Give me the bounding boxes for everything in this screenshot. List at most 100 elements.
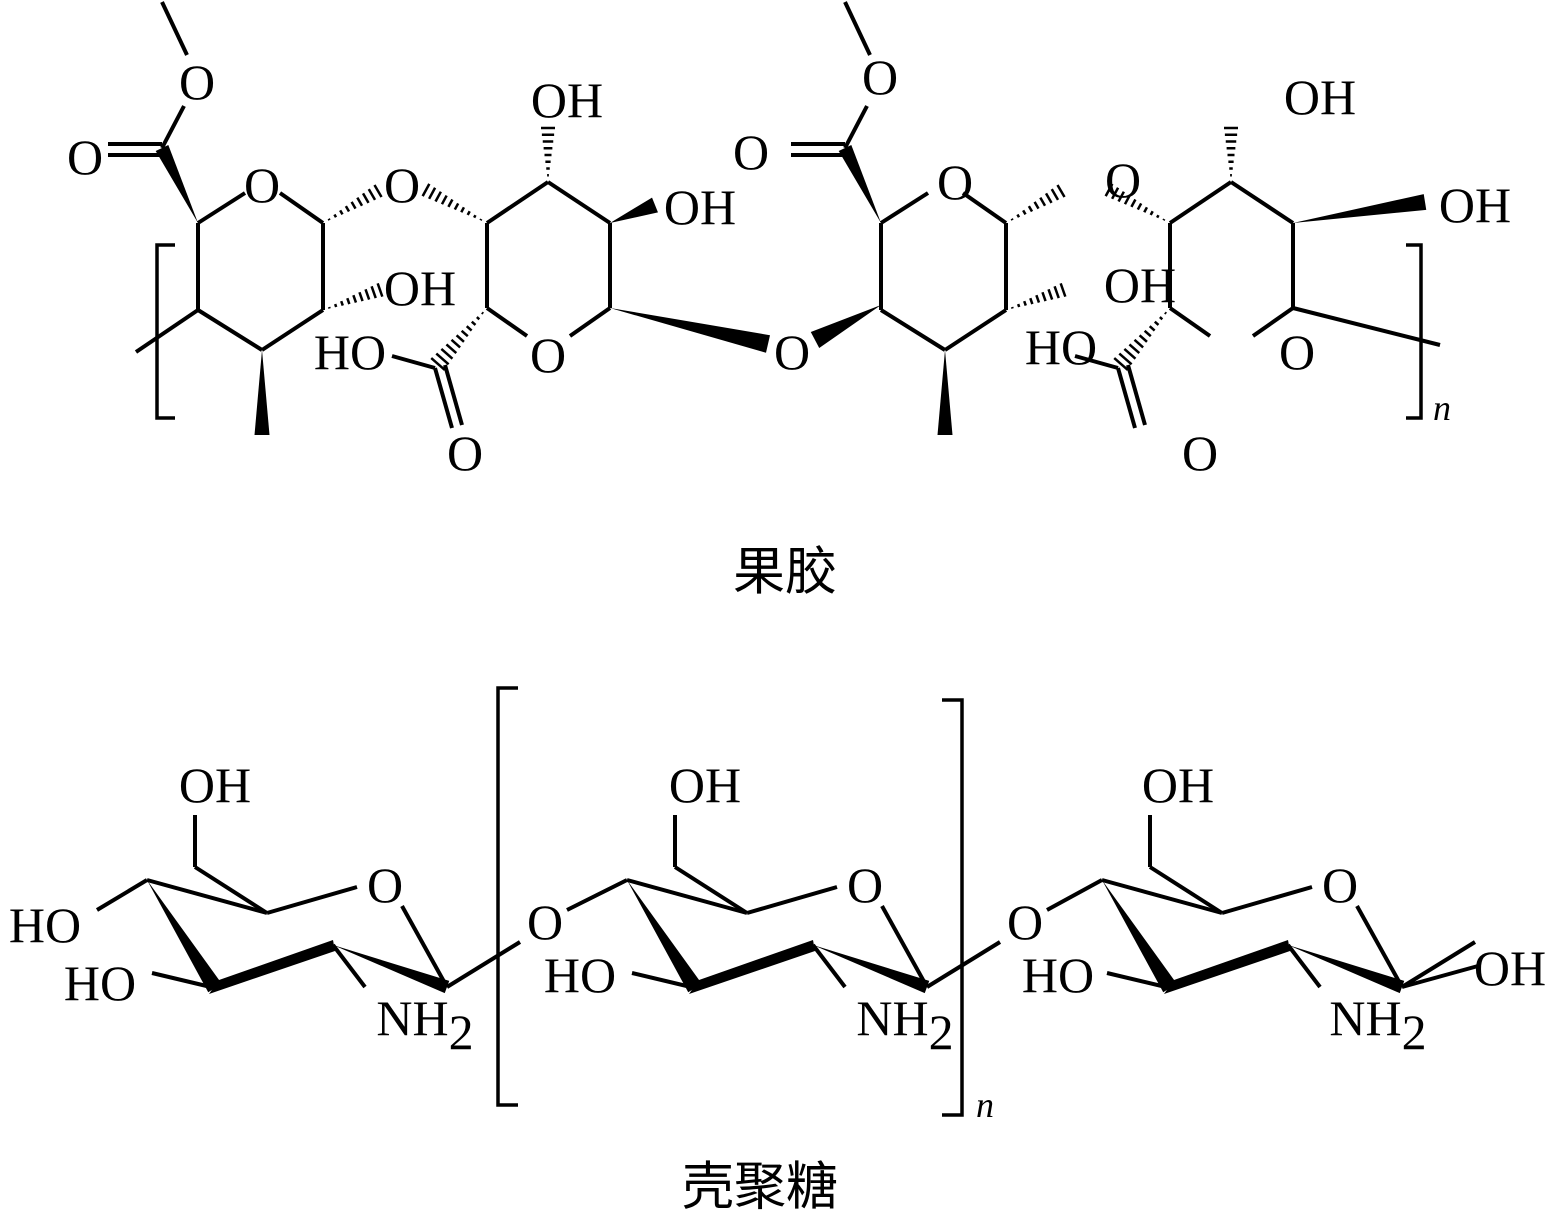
hashed-bond — [370, 285, 377, 299]
bond — [566, 878, 628, 912]
atom-label: O — [1007, 894, 1043, 950]
atom-label: HO — [1022, 947, 1094, 1003]
bond — [160, 1, 189, 56]
bond — [1101, 878, 1223, 915]
bond — [843, 105, 869, 149]
bond — [445, 940, 522, 989]
atom-label: O — [447, 425, 483, 481]
wedge-bond — [689, 940, 815, 994]
hashed-bond — [1153, 320, 1160, 326]
bond — [134, 308, 200, 354]
hashed-bond — [352, 294, 358, 303]
bond — [278, 191, 325, 225]
hashed-bond — [1164, 311, 1167, 315]
hashed-bond — [1123, 348, 1137, 360]
hashed-bond — [481, 311, 484, 315]
repeat-count: n — [976, 1085, 994, 1125]
bond — [568, 306, 612, 338]
hashed-bond — [440, 194, 448, 205]
hashed-bond — [1133, 338, 1144, 349]
chitosan-caption: 壳聚糖 — [682, 1160, 838, 1217]
atom-label: O — [1322, 857, 1358, 913]
hashed-bond — [350, 201, 357, 210]
hashed-bond — [1033, 201, 1040, 210]
hashed-bond — [1047, 288, 1054, 300]
bond — [485, 306, 529, 338]
amine-label: NH2 — [856, 990, 953, 1060]
atom-label: HO — [64, 955, 136, 1011]
atom-label: O — [67, 129, 103, 185]
hashed-bond — [1111, 187, 1120, 200]
wedge-bond — [1102, 880, 1177, 993]
bond — [1221, 885, 1313, 915]
hashed-bond — [327, 306, 331, 309]
hashed-bond — [1022, 209, 1027, 215]
hashed-bond — [1023, 300, 1027, 306]
hashed-bond — [1053, 285, 1060, 299]
bond — [1148, 865, 1224, 915]
hashed-bond — [1143, 206, 1149, 213]
bond — [196, 308, 264, 352]
hashed-bond — [435, 352, 450, 366]
hashed-bond — [466, 210, 471, 216]
atom-label: OH — [1142, 757, 1214, 813]
hashed-bond — [455, 334, 465, 343]
atom-label: O — [1279, 324, 1315, 380]
atom-label: O — [244, 157, 280, 213]
wedge-bond — [810, 305, 881, 348]
hashed-bond — [346, 297, 351, 305]
atom-label: OH — [1474, 940, 1546, 996]
bond — [631, 971, 696, 990]
atom-label: OH — [1284, 69, 1356, 125]
hashed-bond — [1010, 218, 1014, 221]
bond — [943, 308, 1008, 352]
hashed-bond — [1056, 184, 1066, 198]
hashed-bond — [376, 282, 384, 298]
atom-label: HO — [314, 324, 386, 380]
chitosan-structure: OH O HO HO NH2 O OH O HO NH2 O OH O HO N… — [9, 686, 1546, 1217]
wedge-bond — [254, 350, 270, 435]
bond — [331, 943, 367, 989]
atom-label: OH — [1104, 257, 1176, 313]
bond — [1286, 943, 1322, 989]
atom-label: OH — [664, 179, 736, 235]
pectin-caption: 果胶 — [733, 545, 837, 602]
bond — [626, 878, 748, 915]
hashed-bond — [440, 348, 454, 360]
bond — [1229, 180, 1295, 225]
bond — [485, 180, 550, 225]
bond — [1126, 364, 1147, 426]
hashed-bond — [333, 303, 338, 308]
atom-label: OH — [384, 260, 456, 316]
hashed-bond — [1123, 194, 1131, 205]
hashed-bond — [1027, 205, 1034, 213]
hashed-bond — [1050, 188, 1060, 201]
hashed-bond — [421, 183, 431, 197]
wedge-bond — [147, 880, 222, 993]
hashed-bond — [367, 188, 377, 201]
hashed-bond — [430, 357, 446, 371]
atom-label: O — [1182, 425, 1218, 481]
wedge-bond — [610, 308, 770, 353]
bond — [961, 191, 1008, 225]
bond — [193, 865, 269, 915]
repeat-bracket-right — [1406, 243, 1423, 420]
hashed-bond — [333, 213, 338, 218]
hashed-bond — [361, 192, 370, 204]
atom-label: O — [384, 157, 420, 213]
bond — [160, 105, 186, 149]
hashed-bond — [1156, 214, 1160, 219]
hashed-bond — [1104, 183, 1114, 197]
bond — [1400, 940, 1477, 989]
hashed-bond — [450, 338, 461, 349]
hashed-bond — [1039, 197, 1047, 207]
hashed-bond — [447, 198, 454, 208]
bond — [1116, 367, 1137, 429]
wedge-bond — [333, 945, 450, 994]
bond — [146, 878, 268, 915]
hashed-bond — [1117, 191, 1125, 203]
hashed-bond — [473, 214, 477, 219]
bond — [843, 1, 872, 56]
bonds — [95, 1, 1479, 994]
hashed-bond — [428, 187, 437, 200]
